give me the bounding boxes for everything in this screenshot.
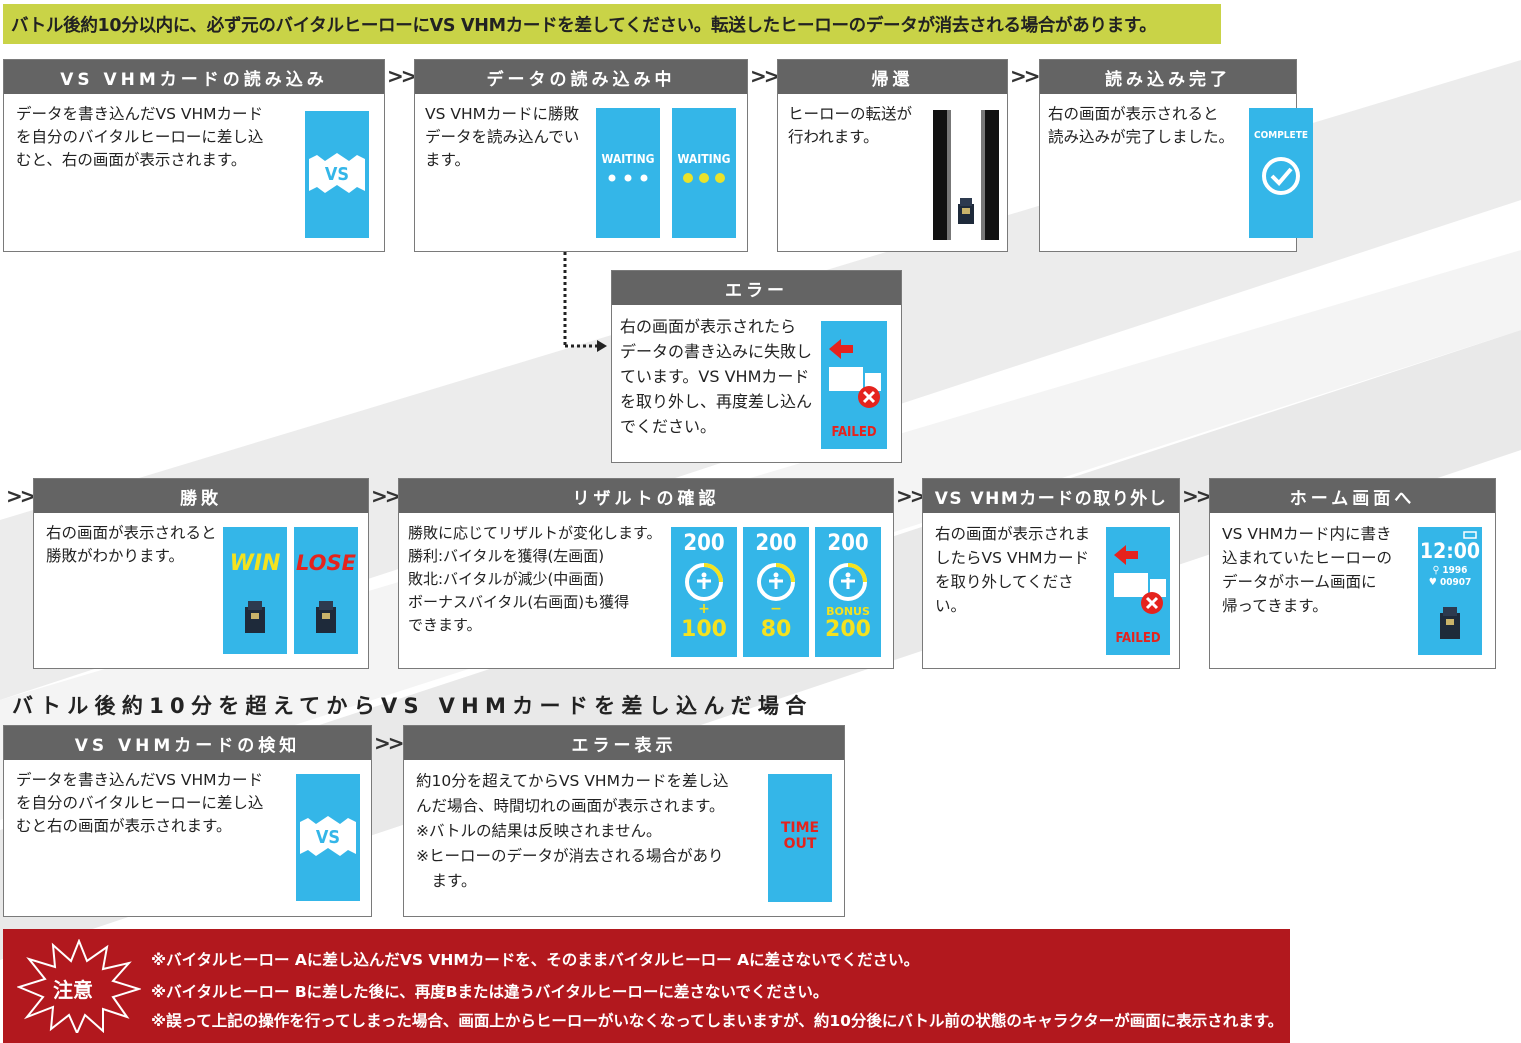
card-title: VS VHMカードの取り外し <box>923 479 1179 513</box>
card-text: 右の画面が表示されると 読み込みが完了しました。 <box>1048 105 1235 146</box>
card-remove-icon <box>829 339 881 408</box>
result-screen-bonus: 200 BONUS 200 <box>815 527 881 657</box>
flow-arrow: >> <box>371 484 401 508</box>
card-data-loading: データの読み込み中 VS VHMカードに勝敗 データを読み込んでい ます。 WA… <box>414 59 748 252</box>
card-result: リザルトの確認 勝敗に応じてリザルトが変化します。 勝利:バイタルを獲得(左画面… <box>398 478 894 669</box>
error-connector <box>563 252 607 352</box>
transfer-beam-icon <box>933 110 999 240</box>
card-title: データの読み込み中 <box>415 60 747 94</box>
card-remove-icon <box>1114 545 1166 614</box>
vs-emblem-icon <box>309 153 365 193</box>
result-screen-lose: 200 − 80 <box>743 527 809 657</box>
flow-arrow: >> <box>387 64 417 88</box>
walk-icon: ⚲ <box>1432 565 1443 576</box>
card-text: 右の画面が表示されま したらVS VHMカード を取り外してくださ い。 <box>935 525 1091 615</box>
hero-sprite-icon <box>245 601 265 633</box>
result-screen-win: 200 + 100 <box>671 527 737 657</box>
card-vs-load: VS VHMカードの読み込み データを書き込んだVS VHMカード を自分のバイ… <box>3 59 385 252</box>
flow-arrow: >> <box>750 64 780 88</box>
vs-screen: VS <box>296 774 360 901</box>
timeout-screen: TIME OUT <box>768 774 832 902</box>
card-title: エラー <box>612 271 901 305</box>
card-text: 右の画面が表示されると 勝敗がわかります。 <box>46 524 217 565</box>
vital-count: ♥ 00907 <box>1428 577 1472 588</box>
flow-arrow: >> <box>896 484 926 508</box>
caution-line: ※誤って上記の操作を行ってしまった場合、画面上からヒーローがいなくなってしまいま… <box>151 1012 1284 1030</box>
waiting-screen-2: WAITING <box>672 108 736 238</box>
card-return: 帰還 ヒーローの転送が 行われます。 <box>777 59 1008 252</box>
flow-arrow: >> <box>1182 484 1212 508</box>
card-error: エラー 右の画面が表示されたら データの書き込みに失敗し ています。VS VHM… <box>611 270 902 463</box>
hero-sprite-icon <box>316 601 336 633</box>
top-notice: バトル後約10分以内に、必ず元のバイタルヒーローにVS VHMカードを差してくだ… <box>3 4 1221 44</box>
card-text: ヒーローの転送が 行われます。 <box>788 105 913 146</box>
step-count: ⚲ 1996 <box>1432 565 1468 576</box>
flow-arrow: >> <box>374 731 404 755</box>
waiting-screen-1: WAITING <box>596 108 660 238</box>
battery-icon <box>1463 531 1477 539</box>
card-title: ホーム画面へ <box>1210 479 1495 513</box>
flow-arrow: >> <box>1010 64 1040 88</box>
complete-screen: COMPLETE <box>1249 108 1313 238</box>
card-text: データを書き込んだVS VHMカード を自分のバイタルヒーローに差し込 むと右の… <box>16 771 264 835</box>
card-title: 帰還 <box>778 60 1007 94</box>
loading-dots-icon <box>608 174 648 182</box>
card-text: VS VHMカードに勝敗 データを読み込んでい ます。 <box>425 105 580 169</box>
vital-gauge-icon <box>685 563 723 601</box>
card-text: データを書き込んだVS VHMカード を自分のバイタルヒーローに差し込 むと、右… <box>16 105 264 169</box>
card-text: VS VHMカード内に書き 込まれていたヒーローの データがホーム画面に 帰って… <box>1222 525 1393 615</box>
failed-screen: FAILED <box>1106 527 1170 655</box>
home-screen: 12:00 ⚲ 1996 ♥ 00907 <box>1418 527 1482 655</box>
card-title: VS VHMカードの読み込み <box>4 60 384 94</box>
card-win-lose: 勝敗 右の画面が表示されると 勝敗がわかります。 WIN LOSE <box>33 478 369 669</box>
card-title: 読み込み完了 <box>1040 60 1296 94</box>
vital-gauge-icon <box>757 563 795 601</box>
vital-gauge-icon <box>829 563 867 601</box>
vs-emblem-icon <box>300 816 356 856</box>
caution-line: ※バイタルヒーロー Aに差し込んだVS VHMカードを、そのままバイタルヒーロー… <box>151 951 920 969</box>
card-text: 約10分を超えてからVS VHMカードを差し込 んだ場合、時間切れの画面が表示さ… <box>416 772 729 890</box>
caution-line: ※バイタルヒーロー Bに差した後に、再度Bまたは違うバイタルヒーローに差さないで… <box>151 983 829 1001</box>
checkmark-icon <box>1262 157 1300 195</box>
caution-burst-icon <box>17 939 141 1033</box>
caution-banner: 注意 ※バイタルヒーロー Aに差し込んだVS VHMカードを、そのままバイタルヒ… <box>3 929 1290 1043</box>
card-title: エラー表示 <box>404 726 844 760</box>
vs-screen: VS <box>305 111 369 238</box>
hero-sprite-icon <box>1440 607 1460 639</box>
vital-icon: ♥ <box>1428 577 1440 588</box>
win-screen: WIN <box>223 527 287 654</box>
failed-screen: FAILED <box>821 321 887 449</box>
flow-arrow: >> <box>6 484 36 508</box>
card-text: 勝敗に応じてリザルトが変化します。 勝利:バイタルを獲得(左画面) 敗北:バイタ… <box>408 524 662 634</box>
card-title: リザルトの確認 <box>399 479 893 513</box>
lose-screen: LOSE <box>294 527 358 654</box>
card-load-complete: 読み込み完了 右の画面が表示されると 読み込みが完了しました。 COMPLETE <box>1039 59 1313 252</box>
section-heading: バトル後約10分を超えてからVS VHMカードを差し込んだ場合 <box>12 694 813 718</box>
card-error-display: エラー表示 約10分を超えてからVS VHMカードを差し込 んだ場合、時間切れの… <box>403 725 845 917</box>
card-vs-detect: VS VHMカードの検知 データを書き込んだVS VHMカード を自分のバイタル… <box>3 725 372 917</box>
caution-label: 注意 <box>53 978 93 1002</box>
card-title: VS VHMカードの検知 <box>4 726 371 760</box>
card-home: ホーム画面へ VS VHMカード内に書き 込まれていたヒーローの データがホーム… <box>1209 478 1496 669</box>
card-text: 右の画面が表示されたら データの書き込みに失敗し ています。VS VHMカード … <box>620 317 813 436</box>
loading-dots-icon <box>683 173 725 183</box>
card-title: 勝敗 <box>34 479 368 513</box>
card-remove: VS VHMカードの取り外し 右の画面が表示されま したらVS VHMカード を… <box>922 478 1180 669</box>
